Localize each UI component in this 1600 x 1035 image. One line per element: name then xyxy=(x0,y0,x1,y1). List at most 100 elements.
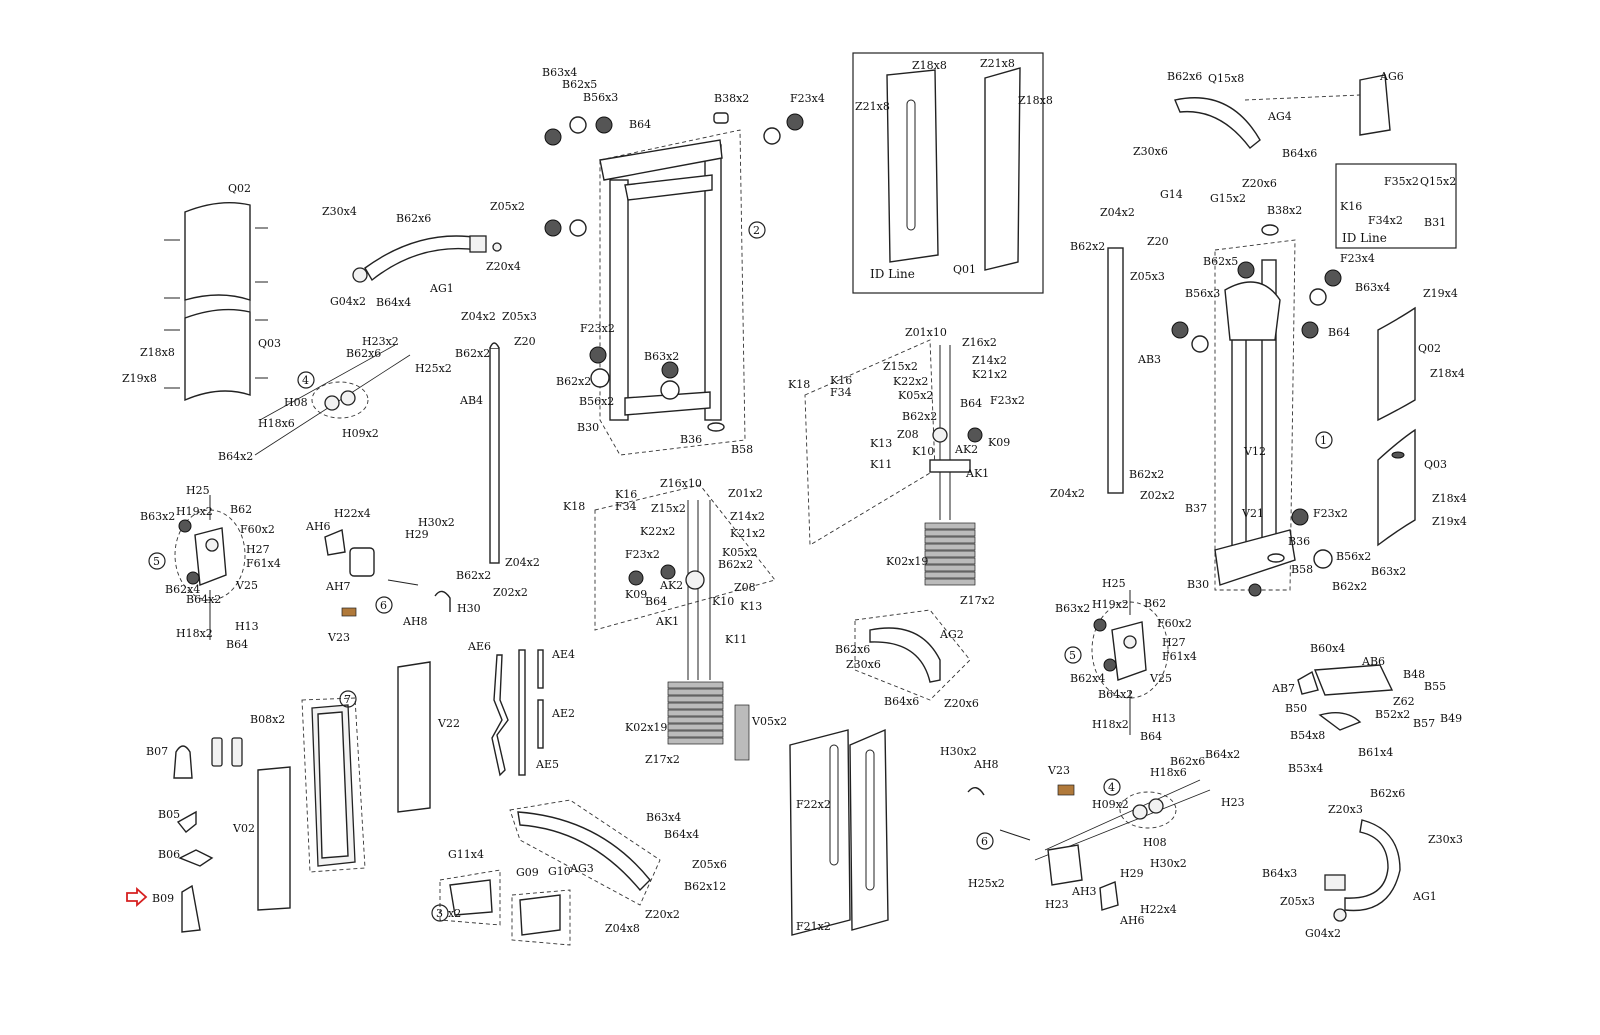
label-z02x2-a: Z02x2 xyxy=(493,586,528,599)
panels-group: 7 V02 V22 xyxy=(232,661,460,911)
label-b63x2-a: B63x2 xyxy=(140,510,175,523)
label-b62x6-f: B62x6 xyxy=(1370,787,1405,800)
label-b38x2-a: B38x2 xyxy=(714,92,749,105)
label-h18x2-b: H18x2 xyxy=(1092,718,1129,731)
label-ab7: AB7 xyxy=(1271,682,1295,695)
label-z14x2-a: Z14x2 xyxy=(972,354,1007,367)
label-z20x4: Z20x4 xyxy=(486,260,521,273)
label-h27-b: H27 xyxy=(1162,636,1186,649)
label-h19x2-a: H19x2 xyxy=(176,505,213,518)
label-b61x4: B61x4 xyxy=(1358,746,1393,759)
label-ab3: AB3 xyxy=(1137,353,1161,366)
label-z01x10: Z01x10 xyxy=(905,326,947,339)
label-b64x2-d: B64x2 xyxy=(1205,748,1240,761)
label-b64x6-b: B64x6 xyxy=(1282,147,1317,160)
label-ak1-a: AK1 xyxy=(965,467,989,480)
label-b64x2-b: B64x2 xyxy=(186,593,221,606)
label-z21x8-box-right: Z21x8 xyxy=(980,57,1015,70)
label-f23x2-a: F23x2 xyxy=(580,322,615,335)
label-z18x8-box: Z18x8 xyxy=(912,59,947,72)
label-b09: B09 xyxy=(152,892,174,905)
label-z15x2-a: Z15x2 xyxy=(883,360,918,373)
label-z20-a: Z20 xyxy=(514,335,536,348)
label-k16-a: K16 xyxy=(830,374,852,387)
label-k22x2-b: K22x2 xyxy=(640,525,675,538)
label-k09-b: K09 xyxy=(625,588,647,601)
label-v21: V21 xyxy=(1241,507,1264,520)
label-z19x4-b: Z19x4 xyxy=(1432,515,1467,528)
label-v23-a: V23 xyxy=(327,631,350,644)
label-ah3: AH3 xyxy=(1071,885,1097,898)
label-ag2: AG2 xyxy=(939,628,964,641)
label-z20x6-b: Z20x6 xyxy=(1242,177,1277,190)
label-b64-d: B64 xyxy=(645,595,667,608)
handles-group: B08x2 B07 B05 B06 B09 xyxy=(126,713,285,933)
label-z16x10: Z16x10 xyxy=(660,477,702,490)
label-g15x2: G15x2 xyxy=(1210,192,1246,205)
label-f34x2: F34x2 xyxy=(1368,214,1403,227)
label-h30-a: H30 xyxy=(457,602,481,615)
arm-ag1-bottom-group: Z20x3 B62x6 Z30x3 B64x3 Z05x3 AG1 G04x2 xyxy=(1262,787,1463,940)
callout-3-quantity: x2 xyxy=(448,907,461,920)
label-ak2-a: AK2 xyxy=(954,443,978,456)
label-z04x2-d: Z04x2 xyxy=(1050,487,1085,500)
label-b62x4-a: B62x4 xyxy=(165,583,200,596)
label-k11-b: K11 xyxy=(725,633,747,646)
post-ab3-group: Z04x2 B62x2 Z20 Z05x3 AB3 B62x2 Z04x2 Z0… xyxy=(1050,206,1175,502)
label-b64-b: B64 xyxy=(629,118,651,131)
weight-plates-upper xyxy=(924,522,976,586)
label-q02-left: Q02 xyxy=(228,182,251,195)
label-b62-a: B62 xyxy=(230,503,252,516)
label-b62x6-b: B62x6 xyxy=(346,347,381,360)
label-z05x2: Z05x2 xyxy=(490,200,525,213)
label-b64-e: B64 xyxy=(1328,326,1350,339)
label-b58-a: B58 xyxy=(731,443,753,456)
label-z30x6-b: Z30x6 xyxy=(1133,145,1168,158)
label-g04x2-a: G04x2 xyxy=(330,295,366,308)
label-ag1-a: AG1 xyxy=(429,282,454,295)
label-b62x5-b: B62x5 xyxy=(1203,255,1238,268)
label-b62x2-b: B62x2 xyxy=(456,569,491,582)
label-h09x2-b: H09x2 xyxy=(1092,798,1129,811)
label-b62x2-f: B62x2 xyxy=(1070,240,1105,253)
label-q15x8: Q15x8 xyxy=(1208,72,1244,85)
label-b08x2: B08x2 xyxy=(250,713,285,726)
label-b05: B05 xyxy=(158,808,180,821)
label-z30x6-a: Z30x6 xyxy=(846,658,881,671)
label-b54x8: B54x8 xyxy=(1290,729,1325,742)
highlight-arrow-icon xyxy=(126,886,148,908)
label-h13-a: H13 xyxy=(235,620,259,633)
label-z20x2: Z20x2 xyxy=(645,908,680,921)
label-ab4: AB4 xyxy=(459,394,483,407)
label-b36-b: B36 xyxy=(1288,535,1310,548)
label-ae6: AE6 xyxy=(467,640,491,653)
label-h30x2-b: H30x2 xyxy=(940,745,977,758)
label-v12: V12 xyxy=(1243,445,1266,458)
label-ab6: AB6 xyxy=(1361,655,1385,668)
label-z08-a: Z08 xyxy=(897,428,919,441)
label-k10-b: K10 xyxy=(712,595,734,608)
label-b62x6-c: B62x6 xyxy=(835,643,870,656)
label-b58-b: B58 xyxy=(1291,563,1313,576)
label-h29-b: H29 xyxy=(1120,867,1144,880)
weight-stack-lower-group: K18 K16 F34 Z16x10 Z01x2 Z15x2 Z14x2 K22… xyxy=(563,477,787,766)
label-k10-a: K10 xyxy=(912,445,934,458)
callout-5-right: 5 xyxy=(1069,649,1076,662)
label-z17x2-b: Z17x2 xyxy=(645,753,680,766)
label-z30x4: Z30x4 xyxy=(322,205,357,218)
callout-6-left: 6 xyxy=(380,599,387,612)
label-b56x3-a: B56x3 xyxy=(583,91,618,104)
assembly-6-left: 6 AH6 H22x4 H30x2 H29 AH7 V23 AH8 H30 xyxy=(305,507,481,644)
label-b62x12: B62x12 xyxy=(684,880,726,893)
label-k13-a: K13 xyxy=(870,437,892,450)
label-v25-a: V25 xyxy=(235,579,258,592)
label-b30-a: B30 xyxy=(577,421,599,434)
label-g10: G10 xyxy=(548,865,571,878)
label-k21x2-b: K21x2 xyxy=(730,527,765,540)
label-z04x2-b: Z04x2 xyxy=(505,556,540,569)
assembly-4-left: 4 H23x2 B62x6 H25x2 H08 H18x6 H09x2 B64x… xyxy=(218,335,452,463)
label-b57: B57 xyxy=(1413,717,1435,730)
label-b64x4-b: B64x4 xyxy=(664,828,699,841)
label-z18x4-a: Z18x4 xyxy=(1430,367,1465,380)
label-b50: B50 xyxy=(1285,702,1307,715)
